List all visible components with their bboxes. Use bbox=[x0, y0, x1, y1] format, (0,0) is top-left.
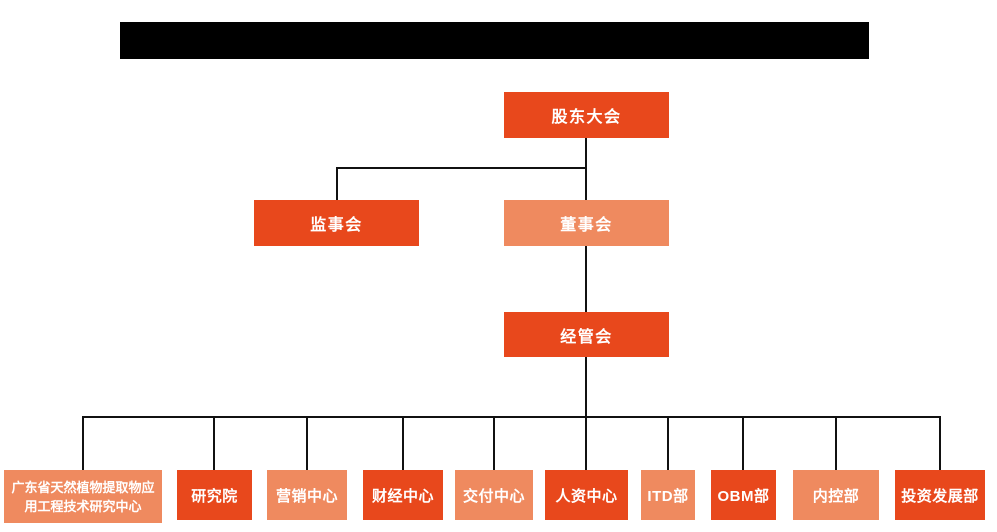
org-node-hr-center: 人资中心 bbox=[545, 470, 628, 520]
connector-drop-obm-department bbox=[742, 416, 744, 470]
org-node-management-committee: 经管会 bbox=[504, 312, 669, 357]
org-node-shareholders-meeting: 股东大会 bbox=[504, 92, 669, 138]
org-node-guangdong-research-center: 广东省天然植物提取物应用工程技术研究中心 bbox=[4, 470, 162, 523]
connector-drop-investment-dev bbox=[939, 416, 941, 470]
org-node-internal-control-department: 内控部 bbox=[793, 470, 879, 520]
connector-drop-finance-center bbox=[402, 416, 404, 470]
connector-drop-supervisory bbox=[336, 167, 338, 200]
org-node-marketing-center: 营销中心 bbox=[267, 470, 347, 520]
org-node-research-institute: 研究院 bbox=[177, 470, 252, 520]
org-node-supervisory-board: 监事会 bbox=[254, 200, 419, 246]
connector-board-to-management bbox=[585, 246, 587, 312]
connector-departments-bus bbox=[82, 416, 941, 418]
connector-drop-guangdong-center bbox=[82, 416, 84, 470]
connector-drop-research-institute bbox=[213, 416, 215, 470]
title-redacted-bar bbox=[120, 22, 869, 59]
connector-management-to-bus bbox=[585, 357, 587, 470]
org-node-delivery-center: 交付中心 bbox=[455, 470, 533, 520]
connector-drop-internal-control bbox=[835, 416, 837, 470]
org-node-obm-department: OBM部 bbox=[711, 470, 776, 520]
org-node-itd-department: ITD部 bbox=[641, 470, 695, 520]
org-node-finance-center: 财经中心 bbox=[363, 470, 443, 520]
connector-branch-supervisory bbox=[336, 167, 587, 169]
org-node-investment-development-department: 投资发展部 bbox=[895, 470, 985, 520]
connector-drop-delivery-center bbox=[493, 416, 495, 470]
connector-shareholders-to-board bbox=[585, 138, 587, 200]
org-node-board-of-directors: 董事会 bbox=[504, 200, 669, 246]
connector-drop-itd-department bbox=[667, 416, 669, 470]
connector-drop-marketing-center bbox=[306, 416, 308, 470]
